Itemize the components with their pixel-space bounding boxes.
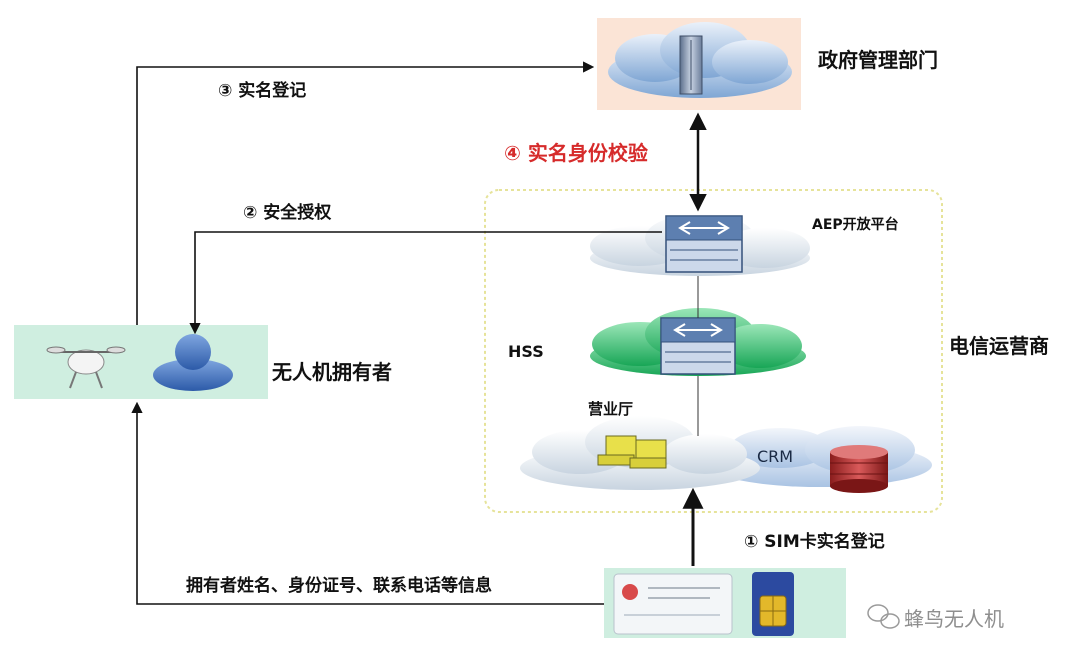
step2-arrow xyxy=(189,231,662,335)
government-node xyxy=(597,18,801,110)
owner-label: 无人机拥有者 xyxy=(272,360,392,384)
telecom-region xyxy=(484,189,943,513)
step4-label: ④ 实名身份校验 xyxy=(504,141,648,165)
drone-icon xyxy=(46,346,126,389)
info-arrow xyxy=(131,401,604,605)
hall-label: 营业厅 xyxy=(588,400,634,418)
telecom-label: 电信运营商 xyxy=(949,334,1049,358)
crm-node xyxy=(708,426,932,493)
hall-node xyxy=(520,416,760,490)
crm-label: CRM xyxy=(757,447,794,466)
database-icon xyxy=(830,445,888,493)
step3-arrow xyxy=(136,61,595,325)
id-card-node xyxy=(604,568,846,638)
hss-label: HSS xyxy=(508,342,544,361)
aep-node xyxy=(590,214,810,276)
owner-node xyxy=(14,325,268,399)
watermark-text: 蜂鸟无人机 xyxy=(904,607,1004,631)
switch-icon xyxy=(665,215,743,273)
step3-label: ③ 实名登记 xyxy=(218,81,307,101)
step2-label: ② 安全授权 xyxy=(243,203,332,223)
id-card-icon xyxy=(613,573,733,635)
hss-node xyxy=(590,308,806,376)
sim-card-icon xyxy=(752,572,794,636)
wechat-icon xyxy=(867,604,900,629)
step1-label: ① SIM卡实名登记 xyxy=(744,532,885,552)
government-label: 政府管理部门 xyxy=(818,48,938,72)
info-label: 拥有者姓名、身份证号、联系电话等信息 xyxy=(186,576,492,596)
person-icon xyxy=(153,334,233,391)
server-icon xyxy=(679,35,703,95)
aep-label: AEP开放平台 xyxy=(812,217,899,233)
computer-icon xyxy=(597,435,667,469)
switch-icon xyxy=(660,317,736,375)
